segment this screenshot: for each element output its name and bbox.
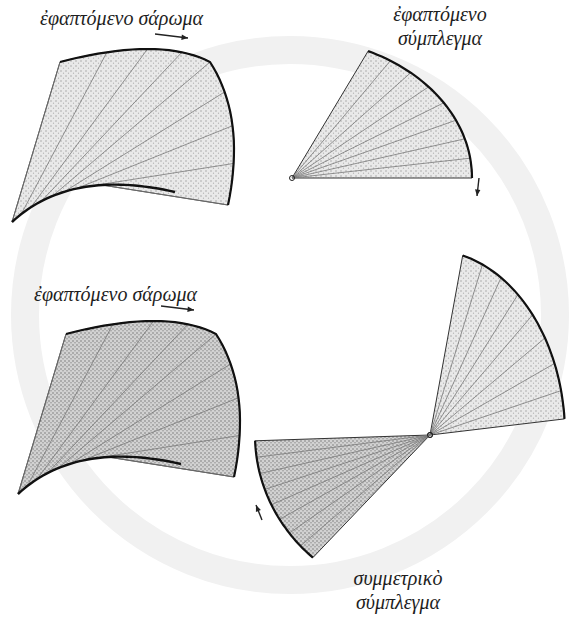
fan-line bbox=[271, 435, 430, 505]
fan-line bbox=[292, 87, 429, 178]
fan-line bbox=[430, 315, 533, 435]
tangent-line bbox=[58, 334, 216, 468]
figure-label: ἐφαπτόμενο σάρωμα bbox=[40, 6, 270, 30]
arrow-head bbox=[181, 35, 188, 40]
base-curve bbox=[18, 457, 181, 494]
tangent-line bbox=[48, 324, 188, 473]
fan-line bbox=[430, 278, 501, 435]
fan-arc bbox=[463, 256, 565, 419]
fan-apex bbox=[428, 433, 433, 438]
fan-line bbox=[430, 295, 518, 435]
fan-apex bbox=[290, 176, 295, 181]
tangent-line bbox=[95, 435, 240, 458]
fan-line bbox=[289, 435, 430, 533]
fan-line bbox=[260, 435, 430, 474]
fan-arc bbox=[368, 51, 472, 178]
tangent-line bbox=[18, 334, 66, 494]
swept-region bbox=[18, 321, 240, 494]
fan-line bbox=[300, 435, 430, 546]
motion-arrow bbox=[256, 505, 262, 520]
tangent-line bbox=[76, 126, 232, 189]
figure-label: συμμετρικὸ σύμπλεγμα bbox=[318, 566, 478, 614]
tangent-line bbox=[12, 62, 60, 222]
fan-line bbox=[292, 73, 411, 178]
fan-line bbox=[292, 139, 465, 178]
swept-region bbox=[12, 49, 234, 222]
tangent-line bbox=[52, 62, 210, 196]
tangent-line bbox=[108, 457, 234, 477]
fan-region bbox=[292, 51, 472, 178]
outer-edge bbox=[66, 321, 240, 477]
tangent-line bbox=[82, 398, 238, 461]
fan-line bbox=[280, 435, 430, 519]
tangent-line bbox=[102, 185, 228, 205]
fan-region bbox=[430, 256, 565, 436]
fan-line bbox=[292, 158, 470, 178]
fan-line bbox=[292, 120, 456, 178]
base-curve bbox=[12, 185, 175, 222]
tangent-line bbox=[21, 52, 107, 214]
fan-line bbox=[292, 103, 444, 178]
figure-label: ἐφαπτόμενο σύμπλεγμα bbox=[365, 2, 515, 50]
fan-line bbox=[430, 391, 561, 435]
fan-arc bbox=[255, 441, 313, 558]
tangent-line bbox=[42, 52, 182, 201]
arrow-head bbox=[475, 189, 480, 196]
tangent-line bbox=[27, 324, 113, 486]
tangent-line bbox=[64, 92, 225, 192]
fan-line bbox=[430, 338, 545, 435]
tangent-line bbox=[70, 364, 231, 464]
outer-edge bbox=[60, 49, 234, 205]
figure-label: ἐφαπτόμενο σάρωμα bbox=[34, 282, 264, 306]
arrow-head bbox=[256, 505, 261, 512]
arrow-head bbox=[187, 307, 194, 312]
tangent-line bbox=[89, 163, 234, 186]
fan-region bbox=[255, 435, 430, 558]
